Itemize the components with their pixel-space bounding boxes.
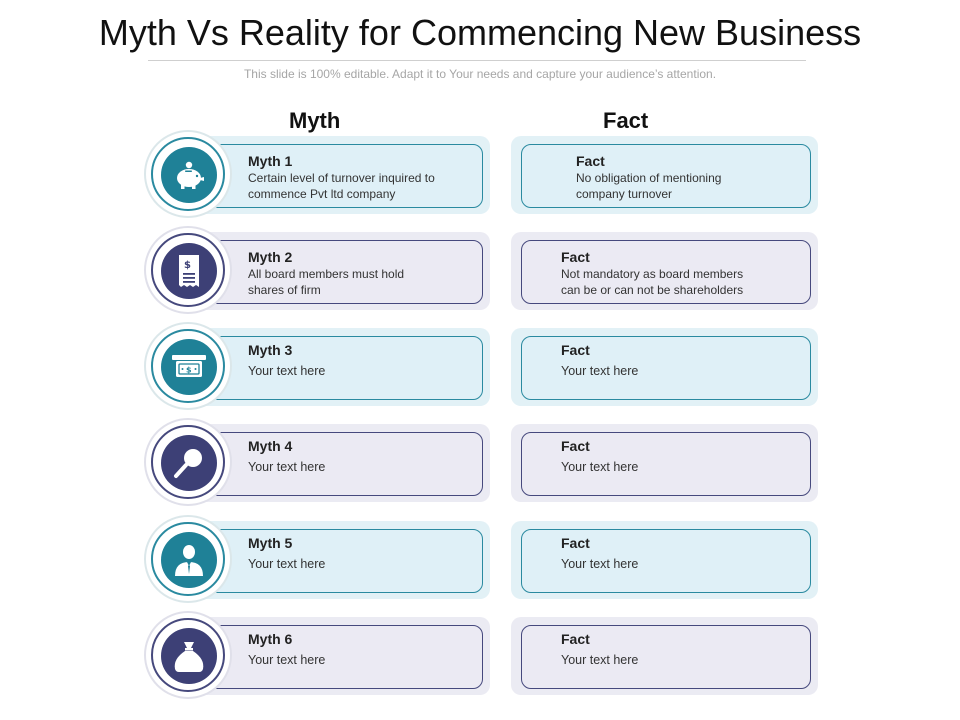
myth-text-block: Myth 5 Your text here — [248, 535, 325, 572]
myth-description-line-1: Your text here — [248, 653, 326, 667]
myth-text-block: Myth 4 Your text here — [248, 438, 325, 475]
myth-title: Myth 5 — [248, 535, 293, 551]
fact-description-line-1: Not mandatory as board members — [561, 267, 744, 281]
myth-description-line-2: shares of firm — [248, 283, 321, 297]
icon-badge: $ — [144, 226, 232, 314]
fact-description-line-1: Your text here — [561, 653, 639, 667]
myth-title: Myth 1 — [248, 153, 293, 169]
myth-column-header: Myth — [289, 108, 341, 133]
svg-text:$: $ — [184, 260, 191, 271]
myth-title: Myth 4 — [248, 438, 293, 454]
fact-description-line-1: Your text here — [561, 460, 639, 474]
fact-description-line-1: Your text here — [561, 364, 639, 378]
receipt-icon: $ — [161, 243, 217, 299]
fact-card — [521, 336, 811, 400]
fact-description-line-2: can be or can not be shareholders — [561, 283, 744, 297]
icon-badge — [144, 130, 232, 218]
myth-description-line-1: Your text here — [248, 557, 326, 571]
fact-title: Fact — [561, 342, 590, 358]
myth-description-line-1: All board members must hold — [248, 267, 405, 281]
fact-description-line-1: No obligation of mentioning — [576, 171, 722, 185]
svg-text:$: $ — [186, 366, 192, 375]
fact-description-line-2: company turnover — [576, 187, 673, 201]
fact-title: Fact — [561, 535, 590, 551]
myth-title: Myth 2 — [248, 249, 293, 265]
businessman-icon — [161, 532, 217, 588]
fact-card — [521, 529, 811, 593]
fact-title: Fact — [561, 438, 590, 454]
money-bag-icon — [161, 628, 217, 684]
myth-card — [200, 240, 483, 304]
icon-badge — [144, 515, 232, 603]
icon-badge — [144, 611, 232, 699]
myth-fact-row: Myth 1 Certain level of turnover inquired… — [0, 130, 960, 232]
myth-card — [200, 336, 483, 400]
myth-card — [200, 625, 483, 689]
myth-text-block: Myth 6 Your text here — [248, 631, 325, 668]
myth-text-block: Myth 1 Certain level of turnover inquired… — [248, 153, 435, 202]
myth-text-block: Myth 2 All board members must hold shares … — [248, 249, 404, 298]
myth-description-line-2: commence Pvt ltd company — [248, 187, 396, 201]
fact-column-header: Fact — [603, 108, 649, 133]
myth-fact-row: $ Myth 2 All board members must hold shares… — [0, 226, 960, 328]
myth-card — [200, 529, 483, 593]
fact-title: Fact — [561, 249, 590, 265]
myth-title: Myth 6 — [248, 631, 293, 647]
fact-title: Fact — [561, 631, 590, 647]
icon-badge: $ — [144, 322, 232, 410]
piggy-bank-icon — [161, 147, 217, 203]
page-subtitle: This slide is 100% editable. Adapt it to… — [243, 67, 717, 81]
icon-badge — [144, 418, 232, 506]
myth-title: Myth 3 — [248, 342, 293, 358]
myth-card — [200, 432, 483, 496]
magnifier-icon — [161, 435, 217, 491]
fact-title: Fact — [576, 153, 605, 169]
myth-description-line-1: Your text here — [248, 364, 326, 378]
fact-description-line-1: Your text here — [561, 557, 639, 571]
page-title: Myth Vs Reality for Commencing New Busin… — [98, 12, 862, 53]
myth-card — [200, 144, 483, 208]
cash-withdrawal-icon: $ — [161, 339, 217, 395]
myth-text-block: Myth 3 Your text here — [248, 342, 325, 379]
fact-text-block: Fact No obligation of mentioning company t… — [576, 153, 721, 202]
myth-description-line-1: Your text here — [248, 460, 326, 474]
title-divider — [148, 60, 806, 61]
fact-card — [521, 432, 811, 496]
fact-card — [521, 144, 811, 208]
fact-card — [521, 240, 811, 304]
fact-card — [521, 625, 811, 689]
myth-description-line-1: Certain level of turnover inquired to — [248, 171, 435, 185]
